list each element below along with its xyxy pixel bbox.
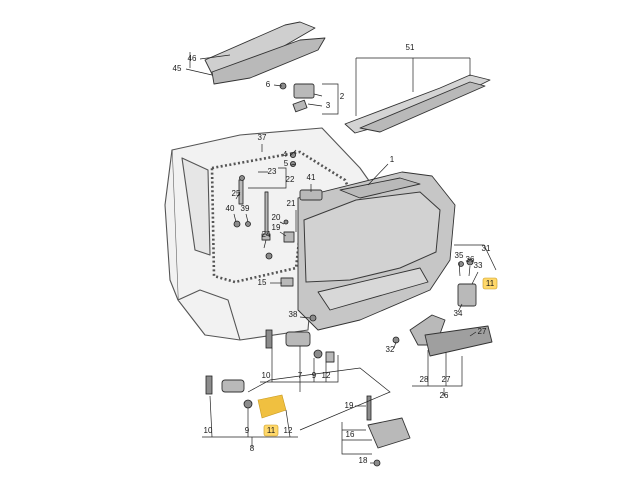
callout-41: 41	[307, 173, 316, 182]
hinge-parts-top	[279, 82, 315, 167]
callout-37: 37	[258, 133, 267, 142]
lock-parts-lower	[205, 329, 411, 467]
callout-3: 3	[326, 101, 331, 110]
callout-20: 20	[272, 213, 281, 222]
callout-7: 7	[298, 371, 303, 380]
callout-25: 25	[232, 189, 241, 198]
callout-11b: 11	[267, 426, 276, 435]
callout-46: 46	[188, 54, 197, 63]
callout-51: 51	[406, 43, 415, 52]
lock-assembly-right	[392, 258, 493, 357]
highlight-box	[263, 424, 279, 437]
callout-31: 31	[482, 244, 491, 253]
callout-8: 8	[250, 444, 255, 453]
callout-40: 40	[226, 204, 235, 213]
callout-45: 45	[173, 64, 182, 73]
callout-35: 35	[455, 251, 464, 260]
callout-21: 21	[287, 199, 296, 208]
callout-18: 18	[359, 456, 368, 465]
leader-lines	[185, 52, 497, 464]
callout-39: 39	[241, 204, 250, 213]
callout-26: 26	[440, 391, 449, 400]
callout-12b: 12	[284, 426, 293, 435]
callout-32: 32	[386, 345, 395, 354]
callout-22: 22	[286, 175, 295, 184]
callout-10a: 10	[262, 371, 271, 380]
car-body-outline	[164, 127, 373, 341]
callout-4: 4	[283, 150, 288, 159]
callout-5: 5	[284, 159, 289, 168]
callout-9b: 9	[245, 426, 250, 435]
highlighted-callout-11b: 11	[263, 424, 279, 437]
tailgate-1	[297, 171, 456, 331]
gas-struts	[233, 175, 323, 322]
callout-15: 15	[258, 278, 267, 287]
highlighted-callout-11a: 11	[482, 277, 498, 290]
callout-19: 19	[272, 223, 281, 232]
callout-36: 36	[466, 255, 475, 264]
callout-19b: 19	[345, 401, 354, 410]
callout-27: 27	[478, 327, 487, 336]
spoiler-51	[344, 74, 491, 134]
callout-27b: 27	[442, 375, 451, 384]
callout-6: 6	[266, 80, 271, 89]
callout-16: 16	[346, 430, 355, 439]
callout-11a: 11	[486, 279, 495, 288]
callout-28: 28	[420, 375, 429, 384]
callout-1: 1	[390, 155, 395, 164]
callout-12a: 12	[322, 371, 331, 380]
callout-34: 34	[454, 309, 463, 318]
callout-23: 23	[268, 167, 277, 176]
callout-24: 24	[262, 230, 271, 239]
callout-2: 2	[340, 92, 345, 101]
callout-38: 38	[289, 310, 298, 319]
highlight-box	[482, 277, 498, 290]
callout-33: 33	[474, 261, 483, 270]
callout-10b: 10	[204, 426, 213, 435]
spoiler-45-46	[204, 21, 326, 85]
callout-9a: 9	[312, 371, 317, 380]
